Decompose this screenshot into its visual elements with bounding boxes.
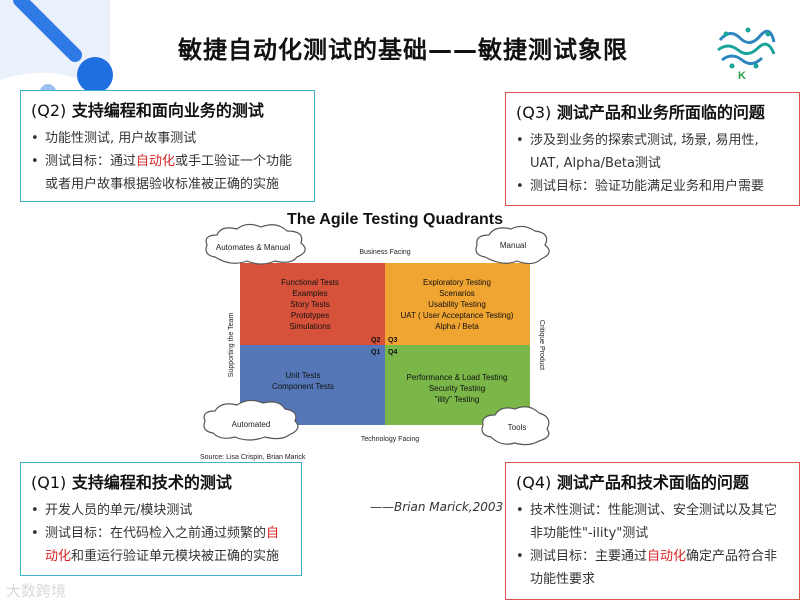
q2-label: Q2 (371, 337, 380, 344)
page-title: 敏捷自动化测试的基础——敏捷测试象限 (178, 36, 628, 64)
q3-box: (Q3) 测试产品和业务所面临的问题 涉及到业务的探索式测试, 场景, 易用性,… (505, 92, 800, 206)
q4-heading: (Q4) 测试产品和技术面临的问题 (516, 469, 789, 493)
svg-text:Tools: Tools (508, 423, 527, 432)
quadrant-q3 (385, 263, 530, 345)
q1-number: (Q1) (31, 473, 67, 492)
q2-title: 支持编程和面向业务的测试 (71, 101, 264, 120)
q1-box: (Q1) 支持编程和技术的测试 开发人员的单元/模块测试 测试目标：在代码检入之… (20, 462, 302, 576)
diagram-source: Source: Lisa Crispin, Brian Marick (200, 454, 306, 461)
business-facing-label: Business Facing (359, 249, 410, 256)
q1-title: 支持编程和技术的测试 (71, 473, 232, 492)
q4-title: 测试产品和技术面临的问题 (556, 473, 749, 492)
q1-heading: (Q1) 支持编程和技术的测试 (31, 469, 291, 493)
corner-decoration (0, 0, 113, 100)
svg-text:Automated: Automated (232, 420, 271, 429)
q2-item: Functional Tests (281, 278, 339, 287)
svg-text:Automates & Manual: Automates & Manual (216, 243, 290, 252)
svg-text:Manual: Manual (500, 241, 526, 250)
diagram-title: The Agile Testing Quadrants (287, 211, 503, 228)
q3-item: Exploratory Testing (423, 278, 491, 287)
q3-number: (Q3) (516, 103, 552, 122)
cloud-top-left: Automates & Manual (205, 223, 306, 265)
q3-item: UAT ( User Acceptance Testing) (401, 311, 514, 320)
q4-number: (Q4) (516, 473, 552, 492)
q2-bullet-1: 功能性测试, 用户故事测试 (31, 127, 304, 150)
cloud-top-right: Manual (475, 225, 550, 265)
q2-item: Story Tests (290, 300, 329, 309)
cloud-bottom-left: Automated (203, 399, 299, 441)
q3-bullet-1: 涉及到业务的探索式测试, 场景, 易用性,UAT, Alpha/Beta测试 (516, 129, 789, 175)
cloud-bottom-right: Tools (481, 406, 550, 446)
logo-icon: K (717, 27, 776, 82)
q4-item: Performance & Load Testing (407, 373, 508, 382)
q3-title: 测试产品和业务所面临的问题 (556, 103, 765, 122)
q2-item: Examples (292, 289, 327, 298)
q1-item: Unit Tests (286, 371, 321, 380)
watermark: 大数跨境 (6, 582, 67, 600)
q2-item: Simulations (289, 322, 330, 331)
q1-bullet-1: 开发人员的单元/模块测试 (31, 499, 291, 522)
q3-item: Alpha / Beta (435, 322, 479, 331)
q3-item: Usability Testing (428, 300, 486, 309)
q3-heading: (Q3) 测试产品和业务所面临的问题 (516, 99, 789, 123)
q2-item: Prototypes (291, 311, 329, 320)
supporting-team-label: Supporting the Team (228, 313, 235, 378)
q4-box: (Q4) 测试产品和技术面临的问题 技术性测试：性能测试、安全测试以及其它非功能… (505, 462, 800, 600)
q4-label: Q4 (388, 349, 397, 356)
q1-item: Component Tests (272, 382, 334, 391)
q3-label: Q3 (388, 337, 397, 344)
q2-number: (Q2) (31, 101, 67, 120)
q3-bullet-2: 测试目标：验证功能满足业务和用户需要 (516, 175, 789, 198)
quadrant-q2 (240, 263, 385, 345)
quote-attribution: ——Brian Marick,2003 (370, 500, 504, 514)
q4-item: Security Testing (429, 384, 485, 393)
q4-item: "ility" Testing (435, 395, 480, 404)
q2-box: (Q2) 支持编程和面向业务的测试 功能性测试, 用户故事测试 测试目标：通过自… (20, 90, 315, 202)
agile-testing-quadrants-diagram: The Agile Testing Quadrants Business Fac… (200, 211, 550, 461)
critique-product-label: Critique Product (538, 320, 545, 370)
q2-heading: (Q2) 支持编程和面向业务的测试 (31, 97, 304, 121)
q1-label: Q1 (371, 349, 380, 356)
technology-facing-label: Technology Facing (361, 436, 419, 443)
svg-text:K: K (738, 70, 746, 82)
q3-item: Scenarios (439, 289, 475, 298)
